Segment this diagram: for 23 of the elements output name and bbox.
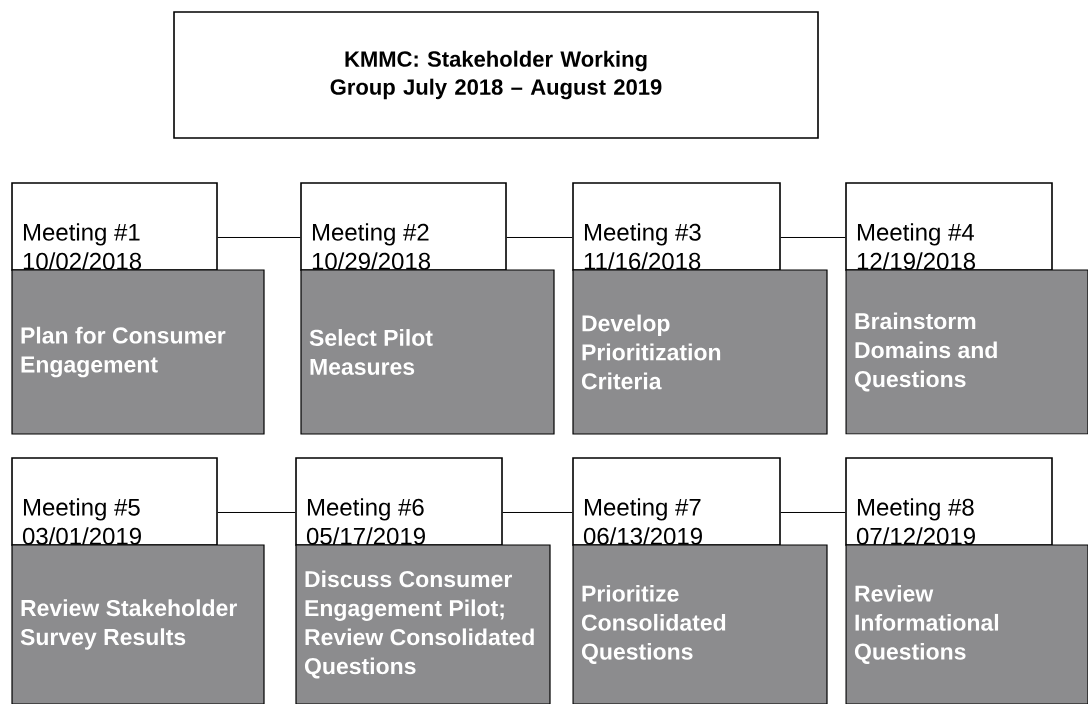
connector-line: [502, 512, 573, 513]
meeting-box: Meeting #5 03/01/2019: [11, 457, 218, 546]
topic-box: Develop Prioritization Criteria: [572, 269, 828, 435]
topic-box: Review Informational Questions: [845, 544, 1088, 704]
connector-line: [217, 512, 296, 513]
topic-box: Prioritize Consolidated Questions: [572, 544, 828, 704]
connector-line: [506, 237, 573, 238]
meeting-box: Meeting #4 12/19/2018: [845, 182, 1053, 271]
meeting-box: Meeting #6 05/17/2019: [295, 457, 503, 546]
connector-line: [780, 237, 846, 238]
meeting-box: Meeting #1 10/02/2018: [11, 182, 218, 271]
meeting-box: Meeting #8 07/12/2019: [845, 457, 1053, 546]
meeting-box: Meeting #2 10/29/2018: [300, 182, 507, 271]
topic-box: Plan for Consumer Engagement: [11, 269, 265, 435]
topic-box: Brainstorm Domains and Questions: [845, 269, 1088, 435]
topic-box: Review Stakeholder Survey Results: [11, 544, 265, 704]
topic-box: Discuss Consumer Engagement Pilot; Review Consolidated Questions: [295, 544, 551, 704]
meeting-box: Meeting #3 11/16/2018: [572, 182, 781, 271]
connector-line: [217, 237, 301, 238]
connector-line: [780, 512, 846, 513]
meeting-box: Meeting #7 06/13/2019: [572, 457, 781, 546]
topic-box: Select Pilot Measures: [300, 269, 555, 435]
title-box: KMMC: Stakeholder Working Group July 2018 – August 2019: [173, 11, 819, 139]
